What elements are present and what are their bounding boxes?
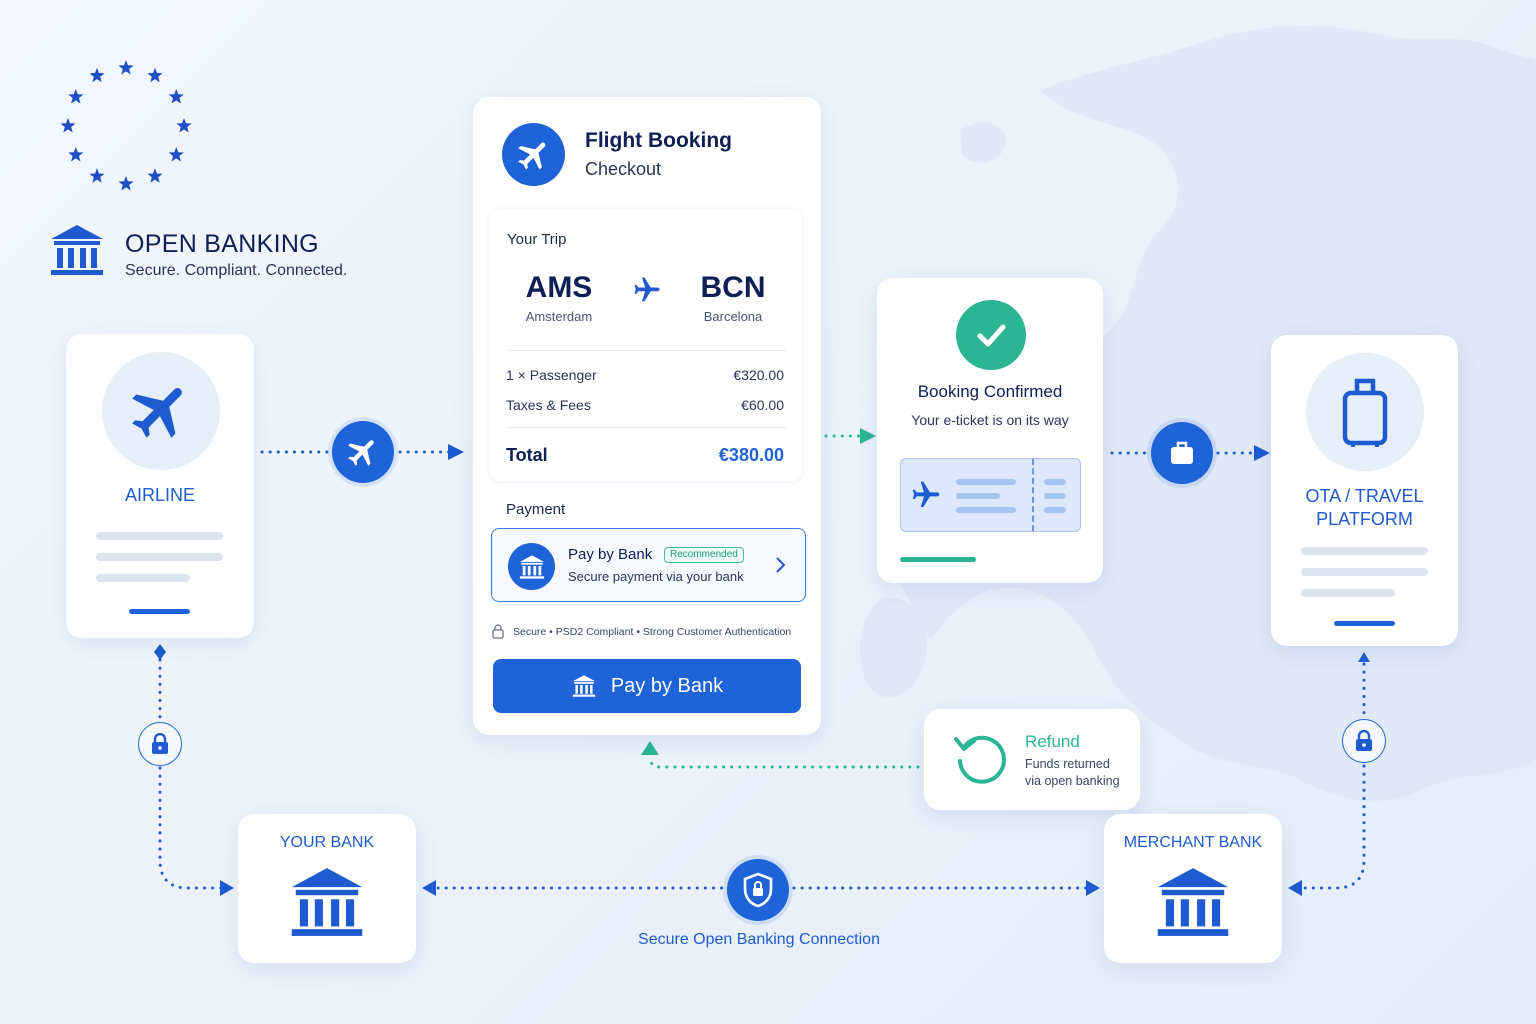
star-icon [60,118,76,133]
eu-stars-icon [60,60,192,191]
e-ticket [900,458,1081,532]
line-item-label: Taxes & Fees [506,397,591,413]
ota-platform-card[interactable]: OTA / TRAVEL PLATFORM [1271,335,1458,646]
check-icon [956,300,1026,370]
star-icon [176,118,192,133]
pay-option-title: Pay by Bank [568,546,653,563]
confirmed-subtitle: Your e-ticket is on its way [911,412,1069,428]
plane-icon [132,388,182,438]
star-icon [147,168,163,183]
merchant-bank-card[interactable]: MERCHANT BANK [1104,814,1282,963]
ota-label: OTA / TRAVEL PLATFORM [1271,485,1458,531]
shield-lock-icon [743,872,773,908]
origin-city: Amsterdam [525,309,593,324]
suitcase-icon [1342,378,1388,447]
chevron-right-icon [776,557,786,573]
suitcase-icon [1171,441,1193,464]
refund-title: Refund [1025,732,1080,751]
total-label: Total [506,445,548,465]
star-icon [68,147,84,162]
star-icon [68,89,84,104]
lock-node-right [1342,719,1386,763]
star-icon [89,67,105,83]
lock-node-left [138,722,182,766]
pay-option-subtitle: Secure payment via your bank [568,569,744,584]
line-item-label: 1 × Passenger [506,367,597,383]
connection-label: Secure Open Banking Connection [638,931,880,948]
bank-icon [572,675,595,697]
line-item-amount: €320.00 [733,367,784,383]
checkout-card: Flight Booking Checkout Your Trip AMS Am… [473,97,821,735]
bank-icon [291,868,363,936]
bank-icon [48,222,106,278]
refund-icon [954,735,1006,784]
pay-by-bank-option[interactable]: Pay by Bank Recommended Secure payment v… [491,528,806,602]
brand-subtitle: Secure. Compliant. Connected. [125,262,348,279]
lock-icon [152,733,168,754]
airline-label: AIRLINE [124,485,196,505]
airline-card[interactable]: AIRLINE [66,334,254,638]
star-icon [168,89,184,104]
bank-icon [1157,868,1229,936]
confirmed-title: Booking Confirmed [917,382,1063,401]
plane-node [332,421,394,483]
lock-icon [492,624,504,639]
ota-label-line2: PLATFORM [1316,509,1413,529]
refund-line1: Funds returned [1025,757,1110,771]
checkout-plane-badge [502,123,565,186]
your-bank-label: YOUR BANK [279,834,375,851]
destination-code: BCN [700,271,766,304]
suitcase-node [1151,422,1213,484]
brand-title: OPEN BANKING [125,230,319,258]
your-bank-card[interactable]: YOUR BANK [238,814,416,963]
line-item-amount: €60.00 [741,397,784,413]
refund-card: Refund Funds returned via open banking [924,709,1140,810]
total-amount: €380.00 [718,445,784,465]
booking-confirmed-card: Booking Confirmed Your e-ticket is on it… [877,278,1103,583]
destination-city: Barcelona [703,309,763,324]
airline-icon-circle [102,352,220,470]
star-icon [168,147,184,162]
plane-icon [912,481,940,507]
checkout-subtitle: Checkout [585,159,662,179]
payment-heading: Payment [506,501,566,518]
plane-right-icon [634,277,660,302]
bank-icon [508,543,555,590]
security-note: Secure • PSD2 Compliant • Strong Custome… [513,626,792,638]
pay-button-label: Pay by Bank [610,674,724,697]
recommended-badge: Recommended [664,547,744,563]
merchant-bank-label: MERCHANT BANK [1123,834,1263,851]
star-icon [147,67,163,83]
trip-summary: Your Trip AMS Amsterdam BCN Barcelona 1 … [490,209,802,481]
checkout-title: Flight Booking [585,129,732,152]
ota-label-line1: OTA / TRAVEL [1305,486,1424,506]
lock-icon [1356,730,1372,751]
refund-line2: via open banking [1025,774,1120,788]
trip-heading: Your Trip [507,231,567,248]
star-icon [89,168,105,183]
ota-icon-circle [1306,353,1424,471]
plane-icon [517,142,545,170]
star-icon [118,60,134,75]
origin-code: AMS [525,271,593,304]
plane-icon [348,440,374,466]
shield-node [727,859,789,921]
star-icon [118,176,134,191]
pay-by-bank-button[interactable]: Pay by Bank [493,659,801,713]
